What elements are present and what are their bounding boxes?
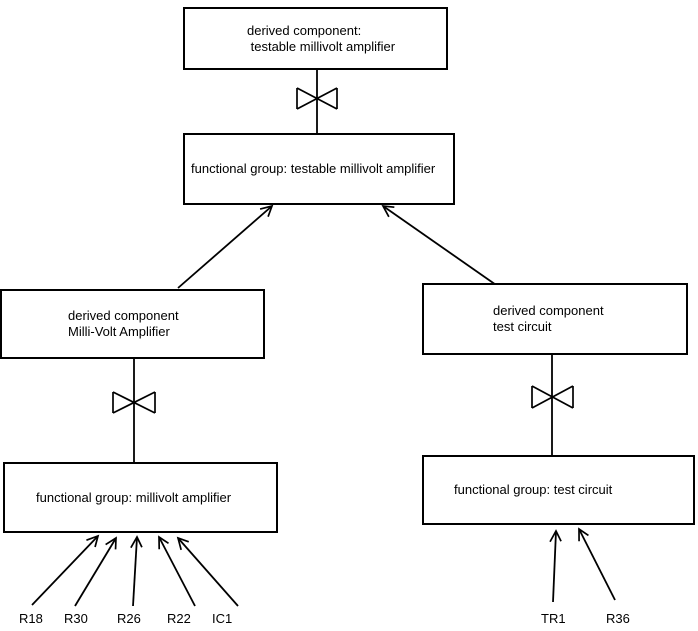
- component-label-r36: R36: [606, 611, 630, 626]
- connector-top: [296, 70, 338, 133]
- component-label-r30: R30: [64, 611, 88, 626]
- node-label: derived component:: [247, 22, 362, 38]
- node-label: functional group: millivolt amplifier: [36, 489, 232, 505]
- node-functional-group-test-circuit: functional group: test circuit: [422, 455, 695, 525]
- node-derived-test-circuit: derived component test circuit: [422, 283, 688, 355]
- bowtie-icon-top: [296, 87, 338, 110]
- component-label-r22: R22: [167, 611, 191, 626]
- bowtie-icon-right: [531, 385, 574, 409]
- connector-left: [112, 359, 156, 462]
- node-label: derived component: [68, 308, 179, 323]
- node-label: functional group: testable millivolt amp…: [191, 161, 436, 176]
- node-label: derived component: [493, 303, 604, 318]
- edge-test-circuit-to-testable-group: [381, 204, 500, 288]
- component-label-ic1: IC1: [212, 611, 233, 626]
- node-functional-group-millivolt-amplifier: functional group: millivolt amplifier: [3, 462, 278, 533]
- bowtie-icon-left: [112, 391, 156, 414]
- edge-mv-amplifier-to-testable-group: [177, 204, 274, 289]
- edge-r26: [130, 535, 143, 607]
- edge-r22: [158, 535, 196, 607]
- edge-tr1: [549, 529, 562, 603]
- component-label-r26: R26: [117, 611, 141, 626]
- connector-right: [531, 355, 574, 455]
- node-derived-milli-volt-amplifier: derived component Milli-Volt Amplifier: [0, 289, 265, 359]
- node-label: test circuit: [493, 319, 552, 334]
- edge-r30: [74, 536, 117, 607]
- node-derived-testable-millivolt-amplifier: derived component: testable millivolt am…: [183, 7, 448, 70]
- node-label: functional group: test circuit: [454, 482, 613, 497]
- node-label: Milli-Volt Amplifier: [68, 324, 170, 339]
- edge-ic1: [176, 536, 239, 607]
- node-label: testable millivolt amplifier: [247, 38, 396, 54]
- edge-r18: [31, 534, 100, 606]
- node-functional-group-testable-millivolt-amplifier: functional group: testable millivolt amp…: [183, 133, 455, 205]
- component-label-tr1: TR1: [541, 611, 566, 626]
- component-label-r18: R18: [19, 611, 43, 626]
- edge-r36: [578, 527, 616, 601]
